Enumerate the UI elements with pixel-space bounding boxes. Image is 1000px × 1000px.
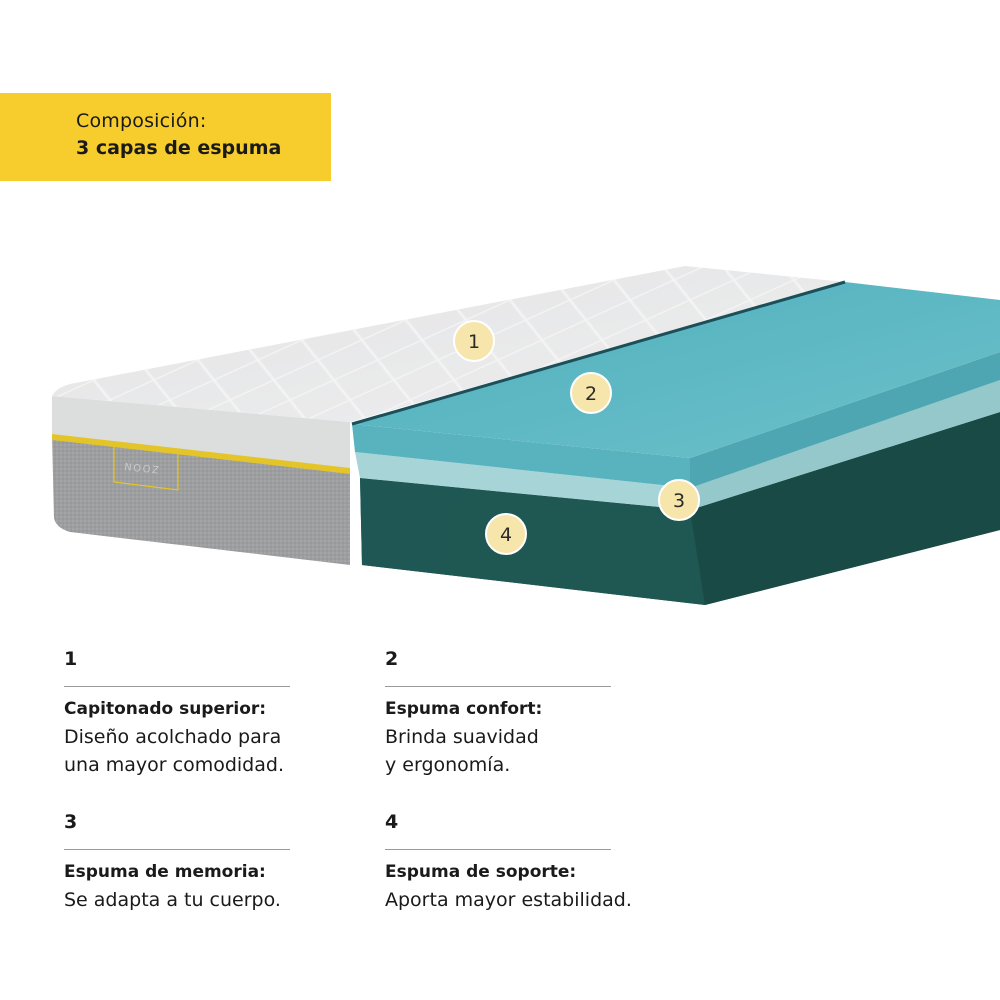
banner-heading: Composición: xyxy=(76,110,207,132)
banner-subheading: 3 capas de espuma xyxy=(76,137,282,159)
comfort-foam-top xyxy=(352,282,1000,458)
quilted-edge xyxy=(52,396,350,470)
brand-tag xyxy=(113,443,179,491)
legend-item-3: 3 Espuma de memoria: Se adapta a tu cuer… xyxy=(64,811,364,914)
legend-title: Espuma de soporte: xyxy=(385,862,577,882)
legend-number: 3 xyxy=(64,811,78,833)
marker-3: 3 xyxy=(658,479,700,521)
legend-number: 1 xyxy=(64,648,78,670)
comfort-foam-edge xyxy=(352,424,690,488)
accent-stripe xyxy=(52,434,350,474)
mattress-illustration: NOOZ 1 2 3 4 xyxy=(52,266,1000,605)
legend-item-2: 2 Espuma confort: Brinda suavidad y ergo… xyxy=(385,648,685,779)
legend-description: Aporta mayor estabilidad. xyxy=(385,889,632,911)
legend-title: Capitonado superior: xyxy=(64,699,267,719)
legend-item-4: 4 Espuma de soporte: Aporta mayor estabi… xyxy=(385,811,685,914)
legend-description: Diseño acolchado para una mayor comodida… xyxy=(64,726,284,776)
legend-description: Se adapta a tu cuerpo. xyxy=(64,889,281,911)
legend-title: Espuma de memoria: xyxy=(64,862,266,882)
svg-text:1: 1 xyxy=(468,331,480,353)
memory-foam-layer xyxy=(355,380,1000,510)
legend-item-1: 1 Capitonado superior: Diseño acolchado … xyxy=(64,648,364,779)
marker-2: 2 xyxy=(570,372,612,414)
legend-divider xyxy=(64,849,290,850)
legend-number: 4 xyxy=(385,811,399,833)
marker-1: 1 xyxy=(453,320,495,362)
marker-4: 4 xyxy=(485,513,527,555)
legend-title: Espuma confort: xyxy=(385,699,543,719)
legend-divider xyxy=(64,686,290,687)
legend-number: 2 xyxy=(385,648,399,670)
svg-text:2: 2 xyxy=(585,383,597,405)
svg-text:3: 3 xyxy=(673,490,685,512)
side-knit-panel xyxy=(52,436,350,565)
svg-text:4: 4 xyxy=(500,524,512,546)
brand-label: NOOZ xyxy=(124,462,161,477)
composition-banner xyxy=(0,93,331,181)
legend-divider xyxy=(385,686,611,687)
legend-divider xyxy=(385,849,611,850)
legend-description: Brinda suavidad y ergonomía. xyxy=(385,726,539,776)
